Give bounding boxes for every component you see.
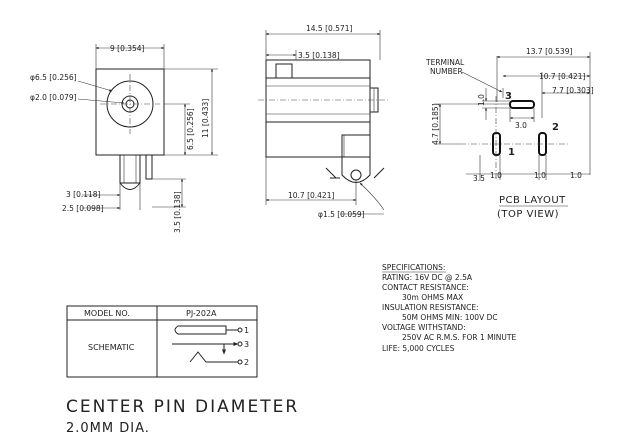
schematic-pin-2: 2 xyxy=(244,358,249,367)
side-view: 14.5 [0.571] 3.5 [0.138] 10.7 [0.421] φ1… xyxy=(258,24,390,219)
pcb-subtitle: (TOP VIEW) xyxy=(497,209,559,220)
footer-value: 2.0MM DIA. xyxy=(66,421,150,436)
side-front-tab xyxy=(275,63,293,79)
spec-heading: SPECIFICATIONS: xyxy=(382,263,445,272)
side-back-pin-label: 10.7 [0.421] xyxy=(288,191,334,200)
pcb-dim-1-0-v: 1.0 xyxy=(477,94,486,106)
spec-line-contact: CONTACT RESISTANCE: xyxy=(382,283,469,292)
spec-line-contact-value: 30m OHMS MAX xyxy=(402,293,463,302)
terminal-label-2: NUMBER xyxy=(430,67,463,76)
pcb-layout: TERMINAL NUMBER 13.7 [0.539] 10.7 [0.421… xyxy=(425,47,594,220)
pin-dia-label: φ2.0 [0.079] xyxy=(30,93,77,102)
spec-line-insulation-value: 50M OHMS MIN: 100V DC xyxy=(402,313,498,322)
pin-width-label: 2.5 [0.098] xyxy=(62,204,104,213)
center-height-label: 6.5 [0.256] xyxy=(186,108,195,150)
pcb-dim-1-0-c: 1.0 xyxy=(570,171,582,180)
pin-length-label: 3.5 [0.138] xyxy=(173,191,182,233)
pin-offset-label: 3 [0.118] xyxy=(66,190,101,199)
table-row-label: SCHEMATIC xyxy=(88,343,135,352)
outer-dia-label: φ6.5 [0.256] xyxy=(30,73,77,82)
pcb-title: PCB LAYOUT xyxy=(499,195,566,206)
table-header-model: MODEL NO. xyxy=(84,309,130,318)
pcb-dim-3-5: 3.5 xyxy=(473,174,485,183)
side-pin-hole xyxy=(350,169,362,181)
pcb-dim-7-7: 7.7 [0.303] xyxy=(552,86,594,95)
side-pin-block xyxy=(341,134,371,158)
pcb-dim-13-7: 13.7 [0.539] xyxy=(526,47,572,56)
pcb-slot-3 xyxy=(509,100,535,109)
spec-line-life: LIFE: 5,000 CYCLES xyxy=(382,344,455,353)
pcb-dim-4-7: 4.7 [0.185] xyxy=(431,103,440,145)
spec-line-voltage: VOLTAGE WITHSTAND: xyxy=(382,323,466,332)
front-view: 9 [0.354] φ6.5 [0.256] φ2.0 [0.079] 6.5 … xyxy=(30,44,218,233)
pcb-dim-1-0-a: 1.0 xyxy=(490,171,502,180)
front-side-pin xyxy=(145,154,153,180)
model-table: MODEL NO. PJ-202A SCHEMATIC 1 3 2 xyxy=(66,305,258,378)
side-front-len-label: 3.5 [0.138] xyxy=(298,51,340,60)
front-pin xyxy=(119,154,141,184)
spec-line-rating: RATING: 16V DC @ 2.5A xyxy=(382,273,473,282)
schematic-symbol xyxy=(172,325,243,365)
pcb-term-2: 2 xyxy=(552,122,559,133)
schematic-pin-1: 1 xyxy=(244,326,249,335)
footer-title: CENTER PIN DIAMETER xyxy=(66,397,299,417)
pcb-term-1: 1 xyxy=(508,147,515,158)
side-length-label: 14.5 [0.571] xyxy=(306,24,352,33)
table-outline xyxy=(66,305,258,378)
pcb-dim-1-0-b: 1.0 xyxy=(534,171,546,180)
terminal-label-1: TERMINAL xyxy=(425,58,465,67)
table-header-part: PJ-202A xyxy=(186,309,217,318)
side-pin-dia-label: φ1.5 [0.059] xyxy=(318,210,365,219)
front-pin-tip xyxy=(119,182,141,190)
pcb-dim-10-7: 10.7 [0.421] xyxy=(539,72,585,81)
schematic-pin-3: 3 xyxy=(244,340,249,349)
front-width-label: 9 [0.354] xyxy=(110,44,145,53)
spec-line-insulation: INSULATION RESISTANCE: xyxy=(382,303,479,312)
pcb-term-3: 3 xyxy=(505,91,512,102)
spec-line-voltage-value: 250V AC R.M.S. FOR 1 MINUTE xyxy=(402,333,516,342)
specifications: SPECIFICATIONS: RATING: 16V DC @ 2.5A CO… xyxy=(382,263,516,353)
height-label: 11 [0.433] xyxy=(201,99,210,138)
side-body-outline xyxy=(265,59,371,158)
pcb-dim-3-0: 3.0 xyxy=(515,121,527,130)
